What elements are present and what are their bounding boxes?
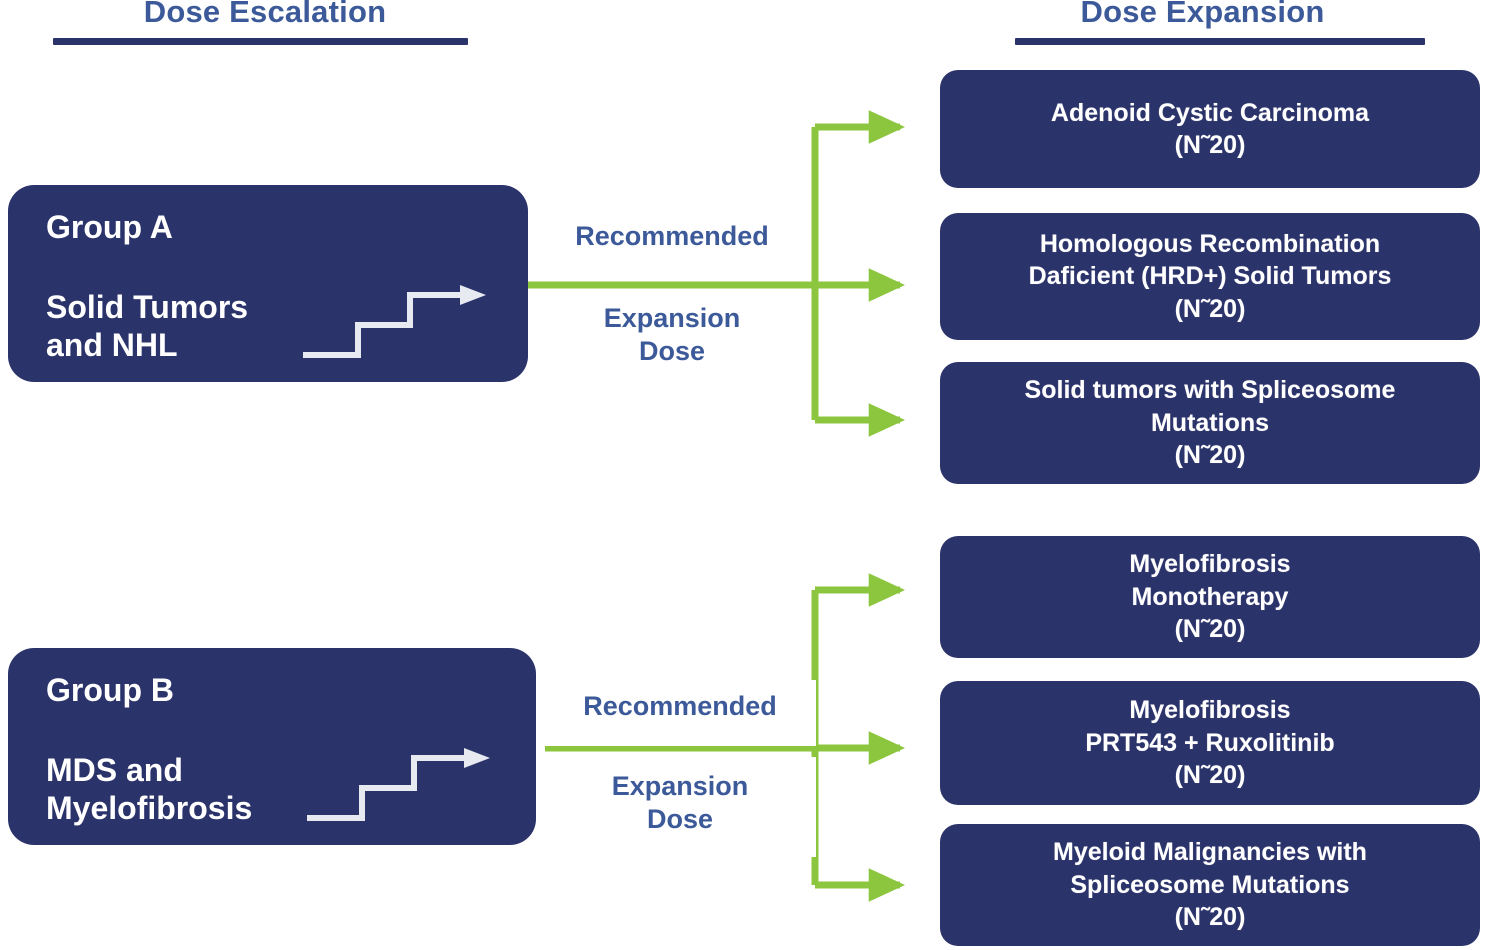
expansion-arm-label: Adenoid Cystic Carcinoma (N˜20) [1050,98,1370,160]
group-b-title: Group B [46,672,174,708]
expansion-arm-label: Solid tumors with Spliceosome Mutations … [1024,376,1396,470]
expansion-arm-solid-tumors-spliceosome[interactable]: Solid tumors with Spliceosome Mutations … [940,362,1480,484]
group-b-label-mask-top [544,680,816,746]
dose-escalation-stairs-icon [303,285,486,358]
group-a-box[interactable]: Group A Solid Tumors and NHL [8,185,528,382]
group-a-label-mask-top [536,214,808,280]
expansion-arm-label: Myelofibrosis PRT543 + Ruxolitinib (N˜20… [1085,696,1335,790]
group-a-title: Group A [46,209,173,245]
column-header-dose-escalation: Dose Escalation [143,0,387,29]
group-a-recommended-dose-label-line1: Recommended [575,221,769,251]
expansion-arm-label: Myelofibrosis Monotherapy (N˜20) [1129,550,1291,644]
expansion-arm-adenoid-cystic-carcinoma[interactable]: Adenoid Cystic Carcinoma (N˜20) [940,70,1480,188]
group-a-recommended-dose-label-line2: Expansion Dose [603,303,741,366]
column-header-dose-expansion: Dose Expansion [1080,0,1325,29]
group-b-label-mask-bottom [544,757,816,857]
expansion-arm-myelofibrosis-monotherapy[interactable]: Myelofibrosis Monotherapy (N˜20) [940,536,1480,658]
group-b-recommended-dose-label-line1: Recommended [583,691,777,721]
group-b-box[interactable]: Group B MDS and Myelofibrosis [8,648,536,845]
expansion-arm-label: Homologous Recombination Daficient (HRD+… [1028,229,1392,323]
group-a-subtitle: Solid Tumors and NHL [46,289,249,363]
expansion-arm-label: Myeloid Malignancies with Spliceosome Mu… [1053,838,1367,932]
group-b-subtitle: MDS and Myelofibrosis [46,752,253,826]
group-a-label-mask-bottom [536,292,808,392]
group-b-recommended-dose-label-line2: Expansion Dose [611,771,749,834]
expansion-arm-myelofibrosis-prt543-ruxolitinib[interactable]: Myelofibrosis PRT543 + Ruxolitinib (N˜20… [940,681,1480,805]
expansion-arm-myeloid-malignancies-spliceosome[interactable]: Myeloid Malignancies with Spliceosome Mu… [940,824,1480,946]
dose-expansion-underline [1015,38,1425,45]
expansion-arm-hrd-positive-solid-tumors[interactable]: Homologous Recombination Daficient (HRD+… [940,213,1480,340]
dose-escalation-stairs-icon [307,748,490,821]
dose-escalation-underline [53,38,468,45]
